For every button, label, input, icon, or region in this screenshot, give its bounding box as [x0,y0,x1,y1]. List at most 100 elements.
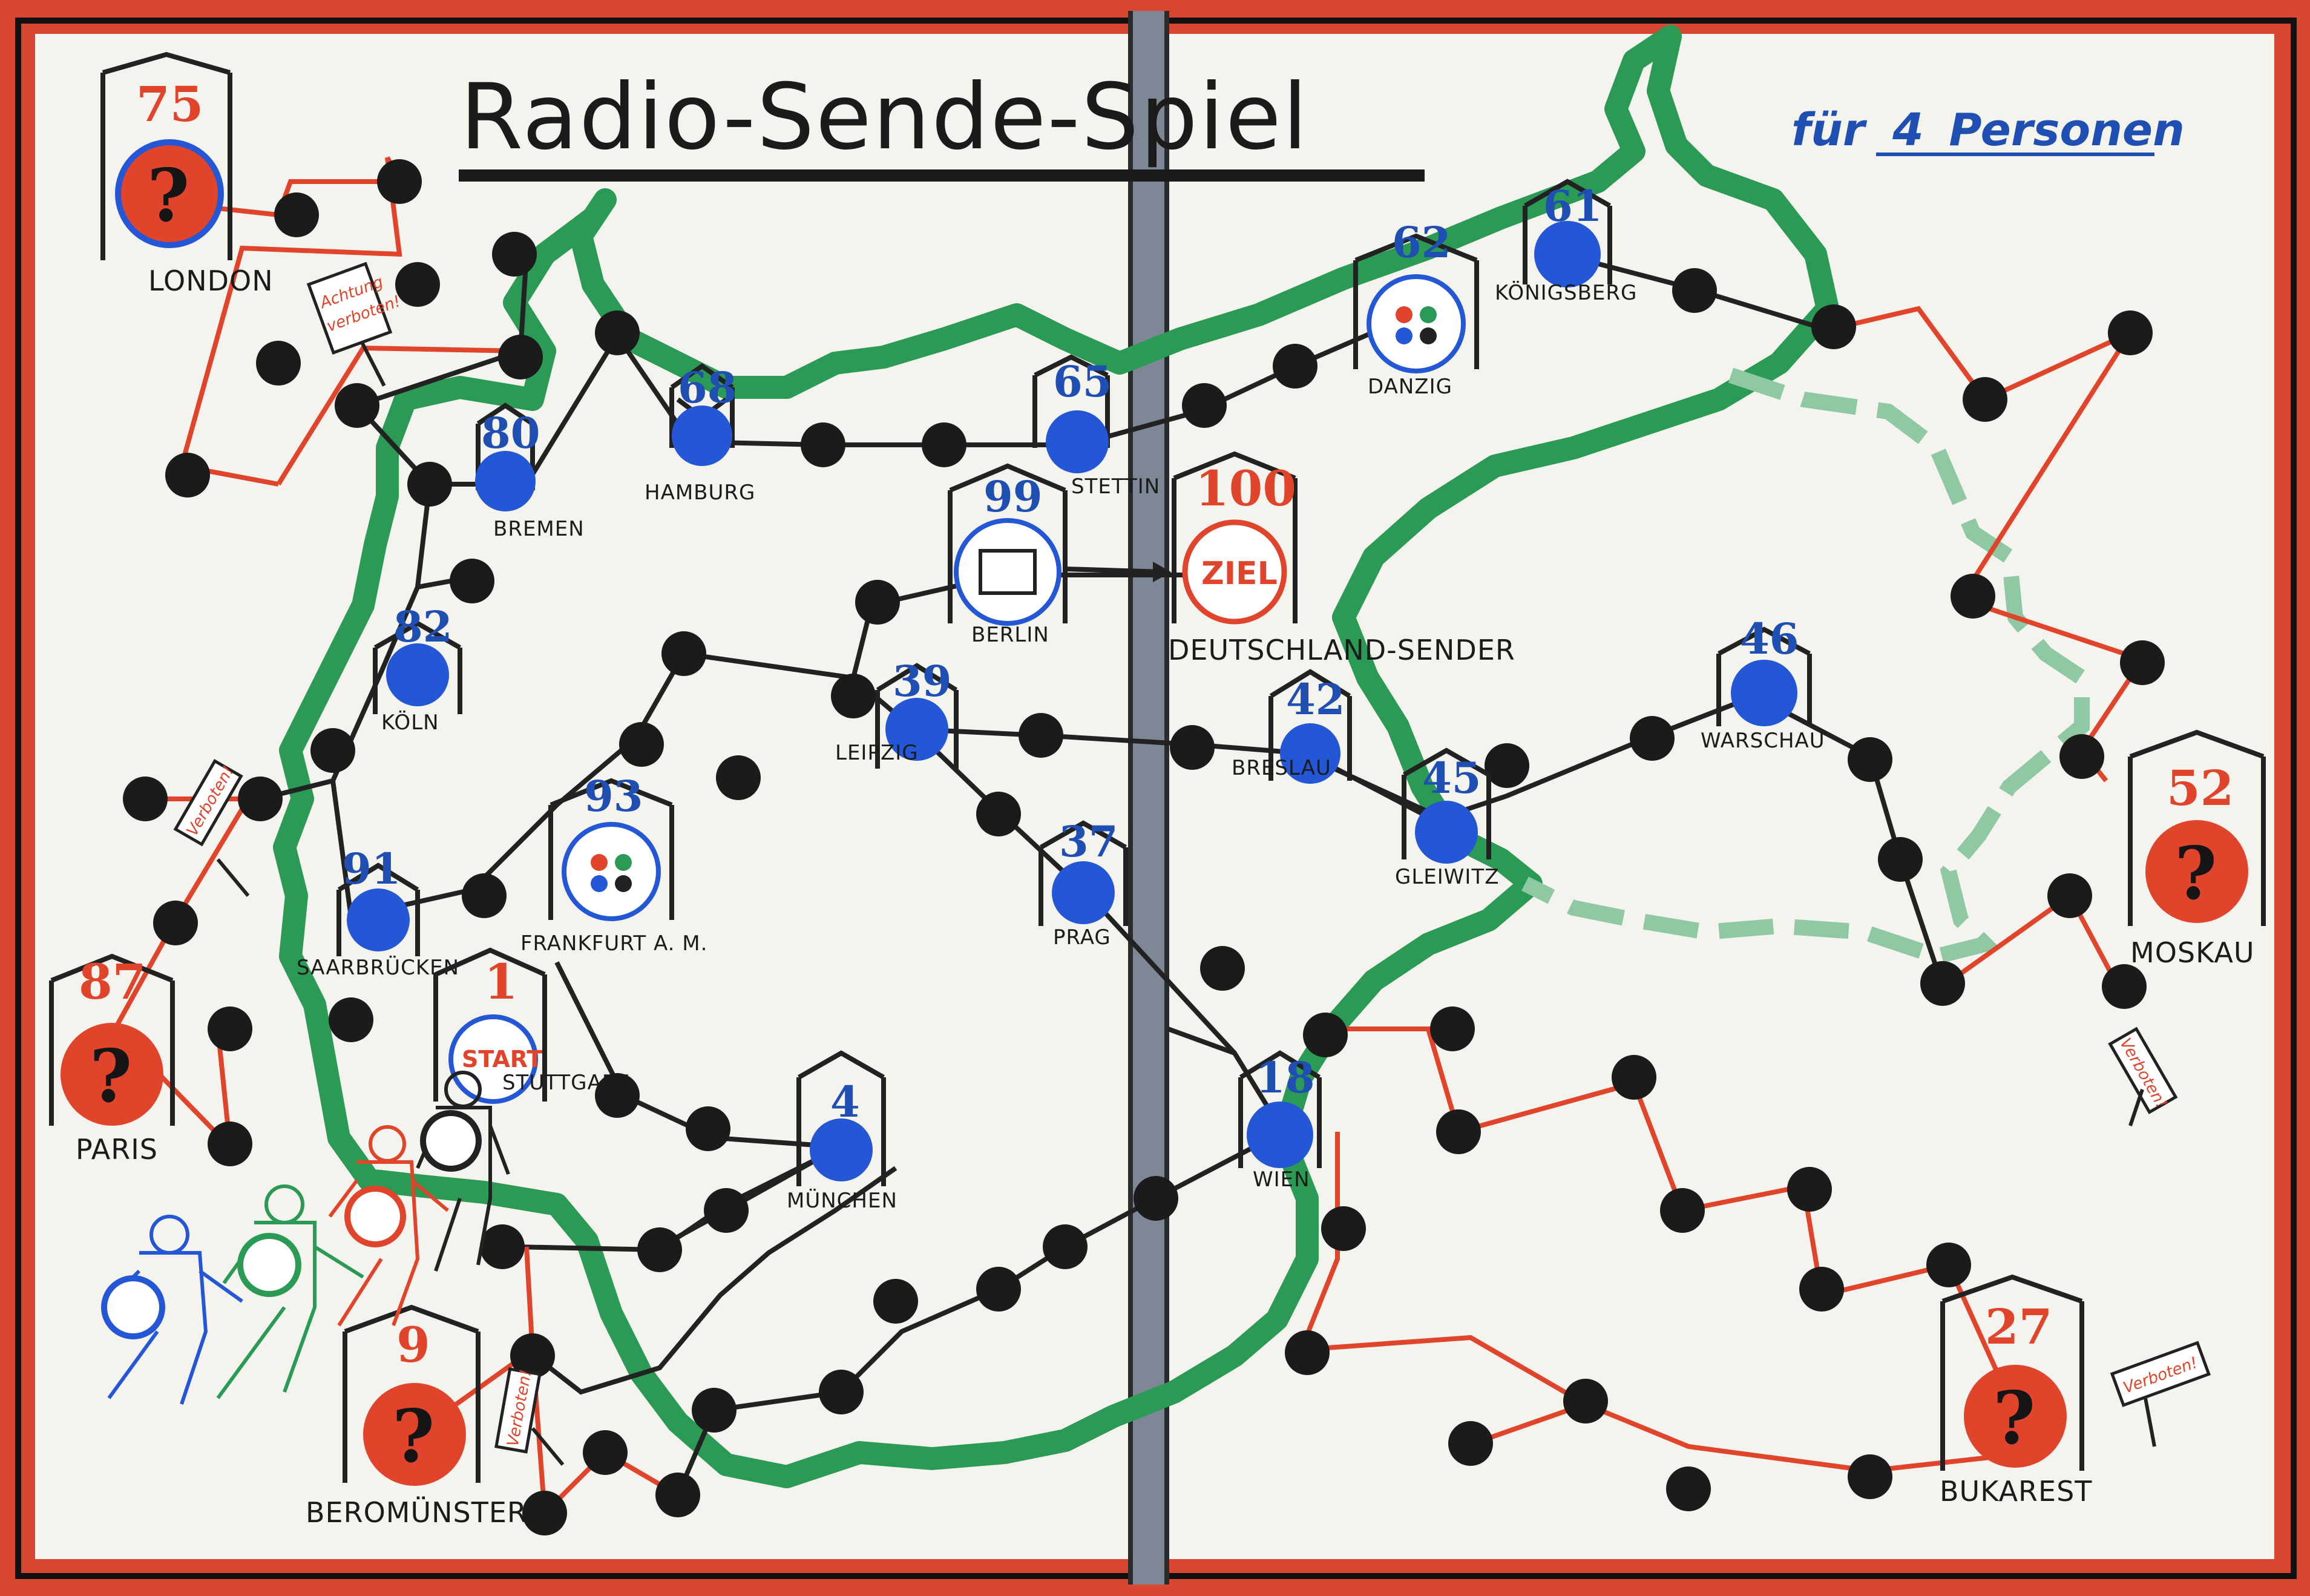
route-dot[interactable] [1019,713,1063,758]
route-dot[interactable] [1563,1379,1608,1424]
route-dot[interactable] [1848,737,1892,782]
station-start[interactable]: START 1 STUTTGART [433,947,629,1104]
station-warschau[interactable]: 46 WARSCHAU [1701,614,1825,753]
route-dot[interactable] [2059,734,2104,779]
route-dot[interactable] [256,341,301,386]
station-berlin[interactable]: 99 BERLIN [948,463,1068,647]
station-beromuenster[interactable]: ? 9 BEROMÜNSTER [306,1304,527,1529]
route-dot[interactable] [208,1007,252,1051]
route-dot[interactable] [1436,1109,1481,1154]
station-koeln[interactable]: 82 KÖLN [373,602,462,735]
station-koenigsberg[interactable]: 61 KÖNIGSBERG [1495,179,1637,305]
route-dot[interactable] [1666,1466,1711,1511]
route-dot[interactable] [1303,1013,1348,1057]
station-ziel[interactable]: ZIEL 100 DEUTSCHLAND-SENDER [1168,451,1515,666]
player-figure-icon[interactable] [101,1215,243,1405]
route-dot[interactable] [976,792,1021,836]
route-dot[interactable] [595,1073,640,1118]
route-dot[interactable] [274,192,319,237]
station-moskau[interactable]: ? 52 MOSKAU [2128,729,2266,969]
route-dot[interactable] [2120,640,2165,685]
station-paris[interactable]: ? 87 PARIS [49,953,175,1166]
route-dot[interactable] [2047,873,2092,918]
route-dot[interactable] [1043,1224,1088,1269]
route-dot[interactable] [462,873,507,918]
player-figure-icon[interactable] [216,1184,364,1399]
route-dot[interactable] [1787,1167,1832,1212]
route-dot[interactable] [873,1279,918,1324]
route-dot[interactable] [819,1370,864,1414]
route-dot[interactable] [1612,1055,1656,1100]
route-dot[interactable] [637,1227,682,1272]
station-saarbruecken[interactable]: 91 SAARBRÜCKEN [297,844,459,980]
route-dot[interactable] [655,1473,700,1517]
route-dot[interactable] [1926,1243,1971,1287]
route-dot[interactable] [1182,383,1227,428]
route-dot[interactable] [480,1224,525,1269]
station-muenchen[interactable]: 4 MÜNCHEN [787,1050,897,1213]
route-dot[interactable] [801,422,845,467]
station-breslau[interactable]: 42 BRESLAU [1232,669,1352,784]
station-hamburg[interactable]: 68 HAMBURG [645,363,755,505]
station-danzig[interactable]: 62 DANZIG [1353,217,1479,399]
route-dot[interactable] [123,777,168,821]
route-dot[interactable] [692,1388,737,1433]
route-dot[interactable] [686,1106,730,1151]
route-dot[interactable] [1170,725,1215,770]
station-frankfurt[interactable]: 93 FRANKFURT A. M. [520,771,707,956]
route-dot[interactable] [1285,1330,1330,1375]
route-dot[interactable] [238,777,283,821]
route-dot[interactable] [1660,1188,1705,1233]
station-bukarest[interactable]: ? 27 BUKAREST [1940,1274,2092,1508]
player-figure-icon[interactable] [416,1071,510,1272]
route-dot[interactable] [1485,743,1529,788]
route-dot[interactable] [1448,1421,1493,1466]
player-figure-icon[interactable] [328,1125,449,1327]
route-dot[interactable] [1321,1206,1366,1251]
station-stettin[interactable]: 65 STETTIN [1032,354,1160,499]
station-leipzig[interactable]: 39 LEIPZIG [835,656,959,769]
route-dot[interactable] [2108,310,2153,355]
route-dot[interactable] [522,1491,567,1535]
route-dot[interactable] [1630,716,1675,761]
route-dot[interactable] [1672,268,1717,313]
route-dot[interactable] [1134,1176,1178,1221]
route-dot[interactable] [922,422,966,467]
route-dot[interactable] [1920,961,1965,1006]
route-dot[interactable] [855,580,900,625]
route-dot[interactable] [153,901,198,945]
route-dot[interactable] [1799,1267,1844,1312]
route-dot[interactable] [407,462,452,507]
route-dot[interactable] [510,1333,555,1378]
route-dot[interactable] [1951,574,1995,619]
route-dot[interactable] [704,1188,749,1233]
route-dot[interactable] [976,1267,1021,1312]
route-dot[interactable] [165,453,210,498]
route-dot[interactable] [335,383,379,428]
route-dot[interactable] [329,997,373,1042]
route-dot[interactable] [1430,1007,1475,1051]
route-dot[interactable] [1848,1454,1892,1499]
route-dot[interactable] [619,722,664,767]
route-dot[interactable] [831,674,876,718]
station-bremen[interactable]: 80 BREMEN [475,402,585,541]
route-dot[interactable] [310,728,355,773]
route-dot[interactable] [583,1430,628,1475]
route-dot[interactable] [395,262,440,307]
route-dot[interactable] [661,631,706,676]
route-dot[interactable] [595,310,640,355]
route-dot[interactable] [377,159,422,204]
station-gleiwitz[interactable]: 45 GLEIWITZ [1395,747,1500,889]
route-dot[interactable] [1200,946,1245,991]
route-dot[interactable] [492,232,537,277]
route-dot[interactable] [1273,344,1317,389]
route-dot[interactable] [1811,304,1856,349]
route-dot[interactable] [716,755,761,800]
route-dot[interactable] [1878,837,1923,882]
route-dot[interactable] [208,1121,252,1166]
route-dot[interactable] [450,559,494,603]
station-wien[interactable]: 18 WIEN [1238,1050,1322,1192]
station-prag[interactable]: 37 PRAG [1039,816,1128,950]
route-dot[interactable] [1963,377,2007,422]
station-london[interactable]: ? 75 LONDON [100,51,274,297]
